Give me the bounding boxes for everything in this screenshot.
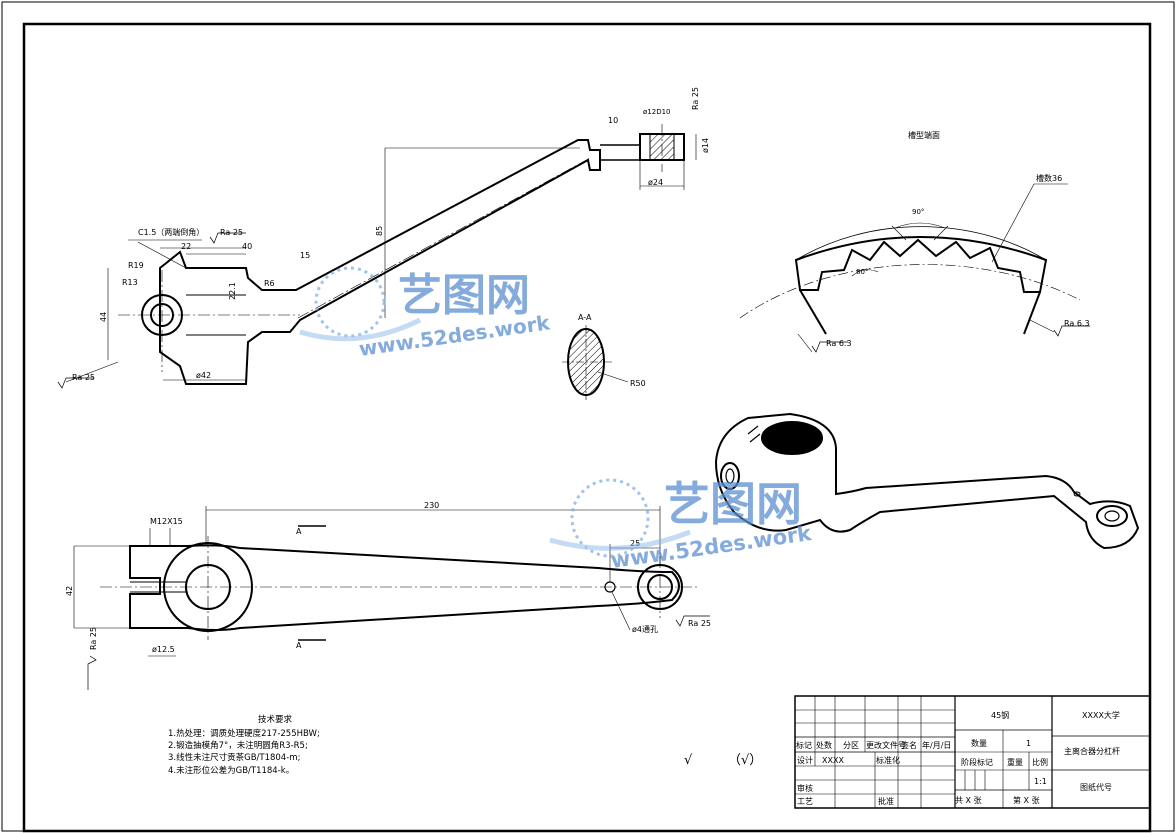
dim-phi4-hole: ø4通孔 [632, 624, 658, 634]
col-date: 年/月/日 [922, 740, 951, 750]
col-count: 处数 [816, 740, 832, 750]
section-aa: A-A R50 [562, 313, 646, 400]
roughness-left: Ra 25 [72, 373, 95, 382]
roughness-top-view: Ra 25 [688, 619, 711, 628]
watermark-globe-icon [314, 266, 386, 338]
gear-view-title: 槽型端面 [908, 130, 940, 140]
section-aa-label: A-A [578, 313, 592, 322]
dim-44: 44 [99, 312, 108, 322]
qty-value: 1 [1026, 739, 1031, 748]
dim-phi42: ø42 [196, 371, 211, 380]
row-standard: 标准化 [876, 755, 900, 765]
row-process: 工艺 [797, 797, 813, 806]
sheet-total: 共 X 张 [955, 796, 982, 805]
row-design: 设计 [797, 755, 813, 765]
weight-label: 重量 [1007, 757, 1023, 767]
col-mark: 标记 [796, 740, 812, 750]
gear-angle-80: 80° [856, 268, 868, 276]
stage-label: 阶段标记 [961, 757, 993, 767]
gear-view: 槽型端面 槽数36 90° 80° Ra 6.3 Ra 6.3 [739, 130, 1090, 353]
check-symbol-paren: （√） [728, 753, 762, 768]
dim-r6: R6 [264, 279, 275, 288]
material: 45钢 [991, 710, 1009, 720]
check-symbol: √ [684, 753, 693, 768]
qty-label: 数量 [971, 738, 987, 748]
sheet-number: 第 X 张 [1013, 795, 1040, 805]
watermark-bottom: 艺图网 www.52des.work [549, 477, 814, 573]
dim-r19: R19 [128, 261, 144, 270]
roughness-bushing: Ra 25 [691, 87, 700, 110]
dim-230: 230 [424, 501, 439, 510]
dim-42: 42 [65, 586, 74, 596]
drawing-number: 图纸代号 [1080, 782, 1112, 792]
technical-notes: 技术要求 1.热处理：调质处理硬度217-255HBW; 2.锻造抽模角7°，未… [168, 714, 320, 776]
dim-r13: R13 [122, 278, 138, 287]
section-marker-a-bottom: A [296, 641, 302, 650]
roughness-top-left: Ra 25 [89, 627, 98, 650]
dim-phi24: ø24 [648, 178, 663, 187]
dim-r50: R50 [630, 379, 646, 388]
row-review: 审核 [797, 783, 813, 793]
roughness-label: Ra 25 [220, 228, 243, 237]
dim-22-1: 22.1 [228, 282, 237, 300]
note-line-4: 4.未注形位公差为GB/T1184-k。 [168, 765, 294, 776]
front-view [65, 124, 697, 385]
scale-label: 比例 [1032, 757, 1048, 767]
dim-22: 22 [181, 242, 191, 251]
note-line-1: 1.热处理：调质处理硬度217-255HBW; [168, 728, 320, 739]
isometric-view [714, 412, 1140, 550]
school: XXXX大学 [1082, 710, 1120, 720]
dim-phi12-5: ø12.5 [152, 645, 175, 654]
watermark-logo-text: 艺图网 [398, 270, 530, 321]
watermark-logo-text-2: 艺图网 [664, 477, 802, 531]
dim-25: 25 [630, 539, 640, 548]
part-name: 主离合器分杠杆 [1064, 746, 1120, 756]
dim-85: 85 [375, 226, 384, 236]
gear-angle-90: 90° [912, 208, 924, 216]
row-approve: 批准 [878, 796, 894, 806]
note-line-3: 3.线性未注尺寸贡茶GB/T1804-m; [168, 752, 300, 763]
gear-roughness-63a: Ra 6.3 [826, 339, 852, 348]
dim-phi12: ø12D10 [643, 108, 671, 116]
section-marker-a-top: A [296, 527, 302, 536]
roughness-symbols [57, 232, 1090, 690]
gear-teeth-label: 槽数36 [1036, 173, 1062, 183]
note-line-2: 2.锻造抽模角7°，未注明圆角R3-R5; [168, 740, 308, 751]
col-sign: 签名 [901, 740, 917, 750]
dim-10: 10 [608, 116, 618, 125]
title-block [794, 695, 1151, 809]
title-block-text: 45钢 XXXX大学 主离合器分杠杆 图纸代号 数量 1 阶段标记 重量 比例 … [796, 710, 1120, 806]
top-view: 230 25 M12X15 42 ø12.5 ø4通孔 Ra 25 Ra 25 … [65, 501, 711, 657]
col-change-doc: 更改文件号 [866, 740, 906, 750]
dim-40: 40 [242, 242, 252, 251]
designer: XXXX [822, 756, 844, 765]
watermark-globe-icon-2 [570, 478, 650, 558]
chamfer-label: C1.5（两端倒角） [138, 227, 204, 237]
dim-15: 15 [300, 251, 310, 260]
inner-frame [22, 22, 1152, 833]
gear-roughness-63b: Ra 6.3 [1064, 319, 1090, 328]
notes-title: 技术要求 [258, 714, 293, 725]
front-view-labels: C1.5（两端倒角） Ra 25 22 40 R19 R13 R6 22.1 4… [72, 87, 710, 382]
scale-value: 1:1 [1034, 777, 1047, 786]
col-zone: 分区 [843, 741, 859, 750]
dim-phi14: ø14 [701, 138, 710, 153]
dim-m12: M12X15 [150, 517, 183, 526]
watermark-top: 艺图网 www.52des.work [299, 266, 552, 361]
